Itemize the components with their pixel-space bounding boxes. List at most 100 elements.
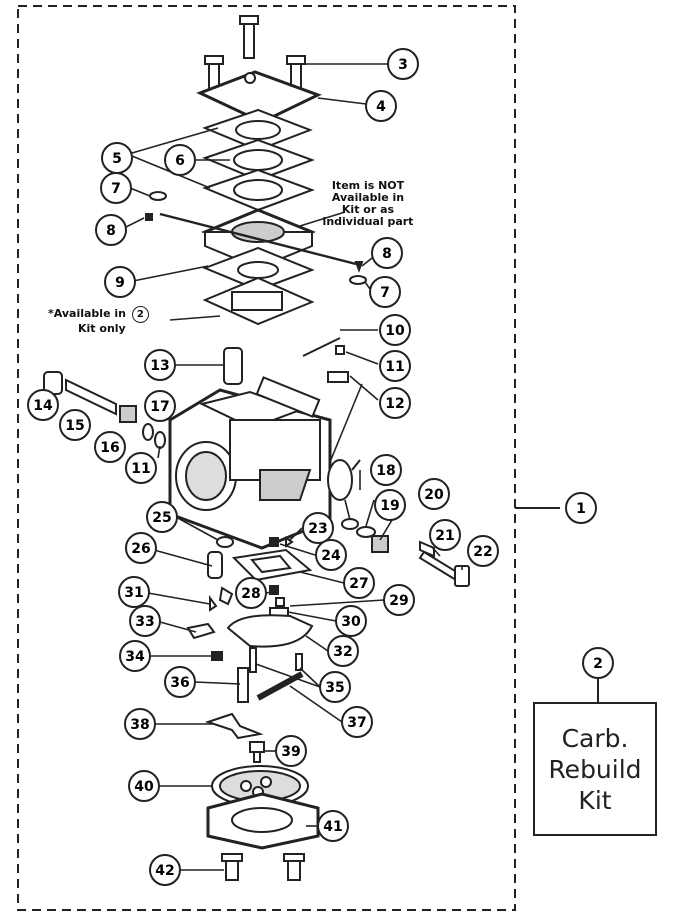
callout-1: 1 xyxy=(565,492,597,524)
svg-text:29: 29 xyxy=(389,593,408,609)
assembly-boundary xyxy=(17,5,516,911)
svg-text:34: 34 xyxy=(125,649,145,665)
callout-30: 30 xyxy=(335,605,367,637)
kit-box-line: Carb. xyxy=(561,723,629,753)
note-line: Kit or as xyxy=(341,203,395,216)
svg-text:13: 13 xyxy=(150,358,169,374)
callout-38: 38 xyxy=(124,708,156,740)
svg-text:8: 8 xyxy=(382,246,392,262)
svg-text:41: 41 xyxy=(323,819,342,835)
callout-3: 3 xyxy=(387,48,419,80)
callout-20: 20 xyxy=(418,478,450,510)
svg-text:19: 19 xyxy=(380,498,399,514)
callout-2: 2 xyxy=(582,647,614,679)
svg-text:3: 3 xyxy=(398,57,408,73)
jet xyxy=(223,347,243,385)
kit-ref-number: 2 xyxy=(136,309,144,320)
svg-text:4: 4 xyxy=(376,99,386,115)
svg-text:2: 2 xyxy=(593,656,603,672)
svg-text:30: 30 xyxy=(341,614,361,630)
metering-lever xyxy=(204,712,264,740)
callout-34: 34 xyxy=(119,640,151,672)
callout-23: 23 xyxy=(302,512,334,544)
leader-lines xyxy=(125,63,599,871)
callout-41: 41 xyxy=(317,810,349,842)
callout-7: 7 xyxy=(100,172,132,204)
note-line: Kit only xyxy=(78,322,126,335)
svg-text:8: 8 xyxy=(106,223,116,239)
callout-19: 19 xyxy=(374,489,406,521)
svg-text:12: 12 xyxy=(385,396,404,412)
svg-text:28: 28 xyxy=(241,586,260,602)
metering-plate xyxy=(226,614,314,648)
svg-text:23: 23 xyxy=(308,521,327,537)
callout-36: 36 xyxy=(164,666,196,698)
callout-13: 13 xyxy=(144,349,176,381)
callout-12: 12 xyxy=(379,387,411,419)
kit-ref-circle: 2 xyxy=(131,306,149,323)
callout-10: 10 xyxy=(379,314,411,346)
svg-text:24: 24 xyxy=(321,548,341,564)
callout-39: 39 xyxy=(275,735,307,767)
svg-text:16: 16 xyxy=(100,440,119,456)
callout-5: 5 xyxy=(101,142,133,174)
callout-28: 28 xyxy=(235,577,267,609)
svg-text:27: 27 xyxy=(349,576,368,592)
svg-text:1: 1 xyxy=(576,501,586,517)
callout-26: 26 xyxy=(125,532,157,564)
callout-40: 40 xyxy=(128,770,160,802)
idle-screw xyxy=(65,378,117,416)
note-line: *Available in xyxy=(48,307,126,320)
callout-4: 4 xyxy=(365,90,397,122)
svg-text:6: 6 xyxy=(175,153,185,169)
svg-text:15: 15 xyxy=(65,418,84,434)
callout-9: 9 xyxy=(104,266,136,298)
callout-42: 42 xyxy=(149,854,181,886)
svg-text:11: 11 xyxy=(385,359,404,375)
callout-31: 31 xyxy=(118,576,150,608)
part-drawings xyxy=(43,15,470,881)
callout-32: 32 xyxy=(327,635,359,667)
note-line: individual part xyxy=(322,215,414,228)
callout-27: 27 xyxy=(343,567,375,599)
callout-16: 16 xyxy=(94,431,126,463)
svg-text:5: 5 xyxy=(112,151,122,167)
kit-box-line: Rebuild xyxy=(548,754,642,784)
callout-11b: 11 xyxy=(125,452,157,484)
svg-text:36: 36 xyxy=(170,675,189,691)
svg-text:9: 9 xyxy=(115,275,125,291)
svg-text:7: 7 xyxy=(111,181,121,197)
callout-7b: 7 xyxy=(369,276,401,308)
cover-plate xyxy=(196,70,322,124)
svg-text:40: 40 xyxy=(134,779,154,795)
svg-text:35: 35 xyxy=(325,680,344,696)
callout-6: 6 xyxy=(164,144,196,176)
callout-18: 18 xyxy=(370,454,402,486)
callout-25: 25 xyxy=(146,501,178,533)
kit-only-note: *Available in 2 Kit only xyxy=(48,306,188,335)
not-available-note: Item is NOT Available in Kit or as indiv… xyxy=(308,180,428,228)
callout-8: 8 xyxy=(95,214,127,246)
svg-text:32: 32 xyxy=(333,644,352,660)
callouts: 1 2 3 4 5 6 7 8 9 10 11 12 13 14 15 16 1… xyxy=(27,48,614,886)
callout-14: 14 xyxy=(27,389,59,421)
svg-text:26: 26 xyxy=(131,541,150,557)
svg-text:10: 10 xyxy=(385,323,405,339)
svg-text:22: 22 xyxy=(473,544,492,560)
svg-text:25: 25 xyxy=(152,510,171,526)
callout-24: 24 xyxy=(315,539,347,571)
callout-17: 17 xyxy=(144,390,176,422)
svg-text:42: 42 xyxy=(155,863,174,879)
svg-text:38: 38 xyxy=(130,717,149,733)
svg-text:7: 7 xyxy=(380,285,390,301)
svg-text:33: 33 xyxy=(135,614,154,630)
svg-text:14: 14 xyxy=(33,398,53,414)
callout-33: 33 xyxy=(129,605,161,637)
svg-text:18: 18 xyxy=(376,463,395,479)
svg-text:11: 11 xyxy=(131,461,150,477)
svg-text:37: 37 xyxy=(347,715,366,731)
note-line: Available in xyxy=(331,191,405,204)
rebuild-kit-box: Carb. Rebuild Kit xyxy=(533,702,657,836)
callout-21: 21 xyxy=(429,519,461,551)
